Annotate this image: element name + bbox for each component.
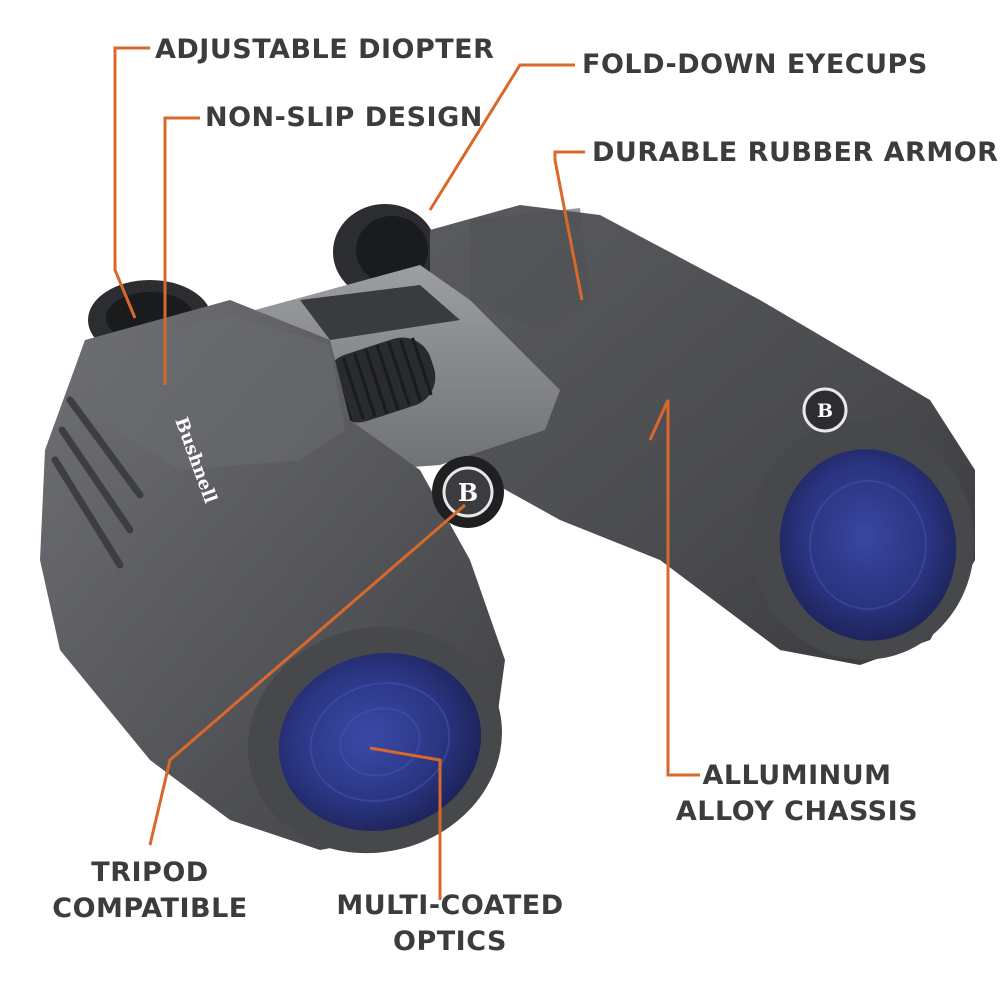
leader-aluminum — [648, 399, 700, 777]
leader-rubber-armor — [553, 150, 585, 301]
label-optics-line2: OPTICS — [393, 926, 507, 957]
leader-adjustable-diopter — [113, 46, 150, 319]
bushnell-logo-badge: B — [432, 456, 504, 528]
logo-letter-center: B — [458, 478, 478, 507]
label-durable-rubber-armor: DURABLE RUBBER ARMOR — [592, 137, 999, 168]
label-tripod-line1: TRIPOD — [91, 857, 209, 888]
label-non-slip-design: NON-SLIP DESIGN — [205, 102, 483, 133]
leader-optics — [369, 746, 442, 900]
leader-lines — [113, 46, 700, 900]
label-aluminum-line2: ALLOY CHASSIS — [675, 796, 919, 827]
logo-letter-right: B — [817, 400, 833, 422]
leader-tripod — [148, 503, 466, 846]
label-adjustable-diopter: ADJUSTABLE DIOPTER — [155, 34, 495, 65]
label-aluminum-chassis: ALLUMINUM ALLOY CHASSIS — [672, 758, 922, 830]
label-fold-down-eyecups: FOLD-DOWN EYECUPS — [582, 49, 928, 80]
label-multi-coated-optics: MULTI-COATED OPTICS — [330, 888, 570, 960]
leader-fold-down — [428, 63, 575, 211]
label-tripod-compatible: TRIPOD COMPATIBLE — [50, 855, 250, 927]
label-tripod-line2: COMPATIBLE — [52, 893, 248, 924]
leader-non-slip — [163, 116, 200, 385]
bushnell-logo-badge-right: B — [802, 387, 848, 433]
label-optics-line1: MULTI-COATED — [336, 890, 564, 921]
right-objective-lens — [779, 449, 957, 641]
label-aluminum-line1: ALLUMINUM — [702, 760, 892, 791]
